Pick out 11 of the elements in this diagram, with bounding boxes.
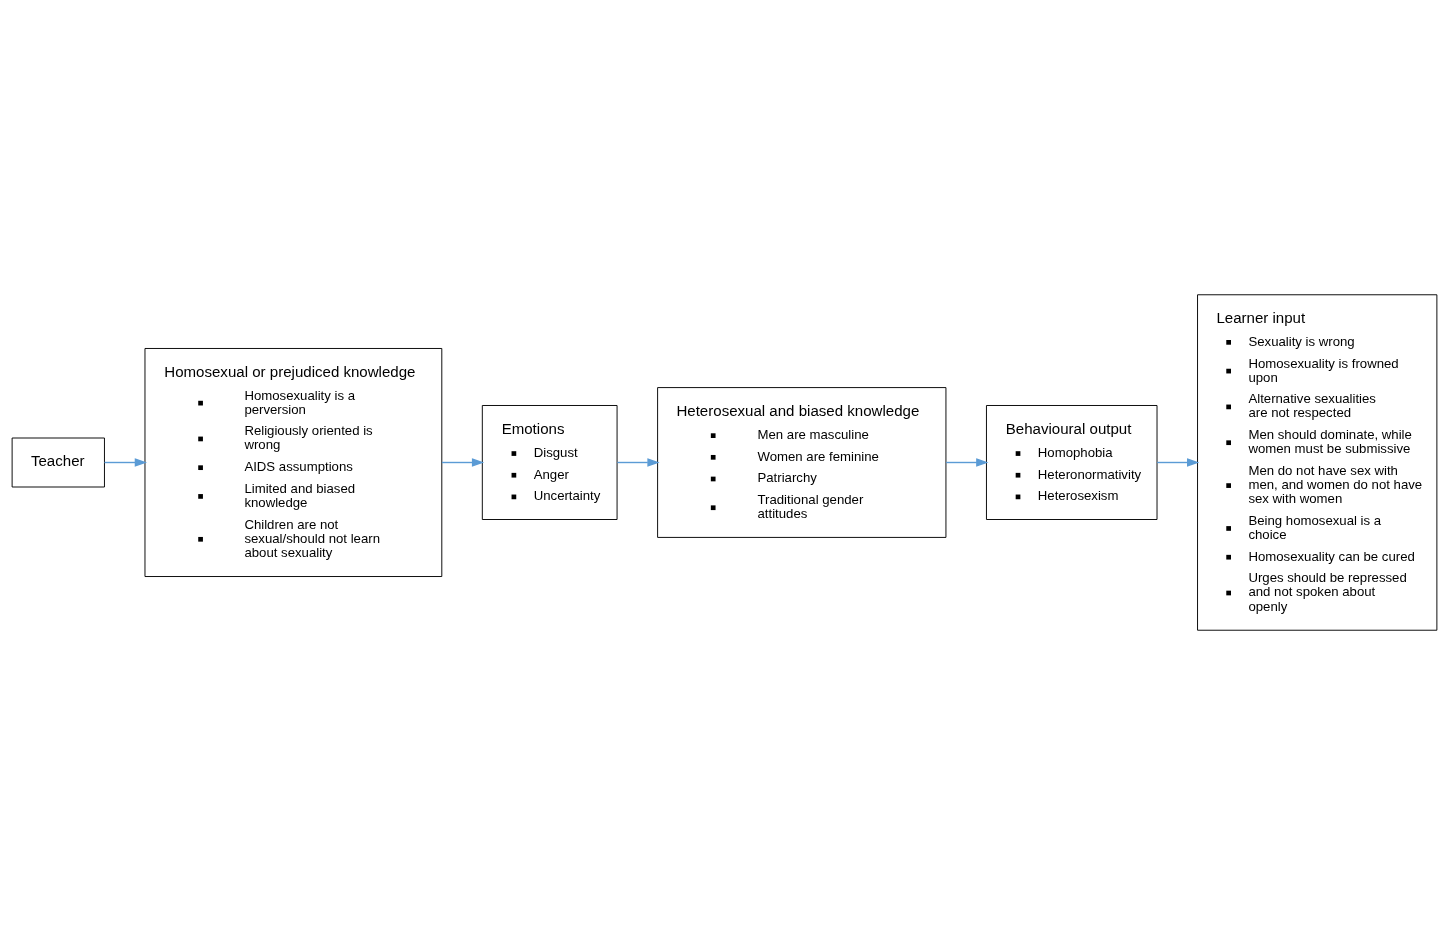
node-box: Teacher [11,437,105,488]
arrow [103,458,147,467]
node-box: Learner input Sexuality is wrong Homosexuality is frowned upon Alternative sexualities are not respected Men should dominate, while women must be submissive Men do not have sex with men, and women do not have sex with women Being homosexual is a choice Homosexuality can be cured Urges should be repressed and not spoken about openly [1197,294,1438,631]
arrow [1156,458,1200,467]
node-box: Behavioural output Homophobia Heteronormativity Heterosexism [986,405,1158,520]
arrow [616,458,660,467]
arrow [945,458,989,467]
node-box: Heterosexual and biased knowledge Men are masculine Women are feminine Patriarchy Traditional gender attitudes [657,387,947,538]
node-box: Emotions Disgust Anger Uncertainty [481,405,618,520]
arrow [441,458,485,467]
node-box: Homosexual or prejudiced knowledge Homosexuality is a perversion Religiously oriented is wrong AIDS assumptions Limited and biased knowledge Children are not sexual/should not learn about sexuality [144,348,443,577]
